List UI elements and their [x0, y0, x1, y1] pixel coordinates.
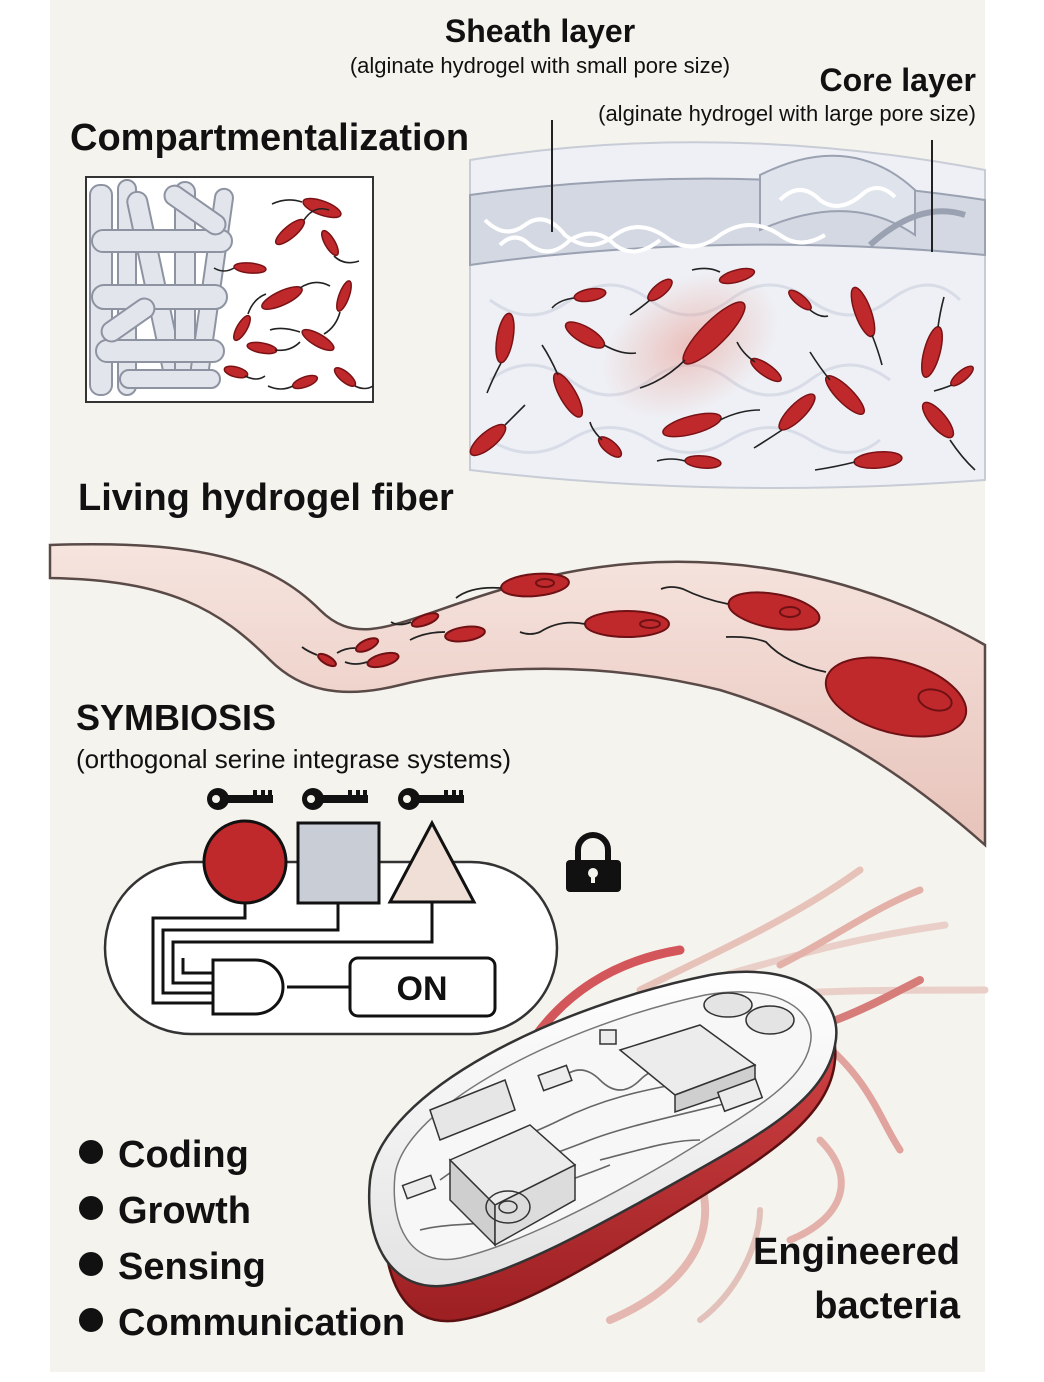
- on-output-label: ON: [397, 970, 448, 1008]
- key-icon: [398, 788, 464, 810]
- core-sheath-illustration: [469, 120, 986, 489]
- compartment-illustration: [85, 176, 374, 403]
- symbiosis-title: SYMBIOSIS: [76, 697, 276, 738]
- circuit-chips: [401, 992, 795, 1247]
- engineered-label-line1: Engineered: [753, 1231, 960, 1273]
- and-gate-icon: [211, 958, 285, 1016]
- core-layer-subtitle: (alginate hydrogel with large pore size): [598, 101, 976, 126]
- key-icon: [302, 788, 368, 810]
- compartmentalization-title: Compartmentalization: [70, 117, 469, 159]
- bullet-icon: [79, 1140, 103, 1164]
- core-layer-title: Core layer: [819, 62, 976, 98]
- feature-list: Coding Growth Sensing Communication: [79, 1134, 405, 1344]
- feature-communication: Communication: [118, 1302, 405, 1344]
- fiber-bacteria: [317, 572, 968, 738]
- symbiosis-subtitle: (orthogonal serine integrase systems): [76, 744, 511, 774]
- square-shape: [296, 821, 381, 905]
- engineered-bacterium-illustration: [367, 866, 989, 1324]
- hydrogel-fiber: [48, 543, 987, 848]
- sheath-layer-title: Sheath layer: [445, 13, 635, 49]
- triangle-shape: [387, 819, 477, 904]
- bullet-icon: [79, 1308, 103, 1332]
- sheath-layer-subtitle: (alginate hydrogel with small pore size): [350, 53, 730, 78]
- on-output-box: [348, 956, 497, 1018]
- feature-coding: Coding: [118, 1134, 249, 1176]
- fiber-flagella: [301, 586, 827, 673]
- living-fiber-title: Living hydrogel fiber: [78, 477, 454, 519]
- pore-texture: [483, 186, 897, 254]
- feature-growth: Growth: [118, 1190, 251, 1232]
- lock-icon: [566, 832, 621, 892]
- fiber-mesh: [89, 179, 234, 396]
- feature-sensing: Sensing: [118, 1246, 266, 1288]
- circuit-wires: [151, 898, 434, 1005]
- circle-shape: [202, 819, 288, 905]
- engineered-label-line2: bacteria: [814, 1285, 961, 1327]
- core-bacteria: [469, 267, 974, 469]
- bullet-icon: [79, 1252, 103, 1276]
- key-icon: [207, 788, 273, 810]
- core-flagella: [486, 267, 976, 471]
- logic-circuit: ON: [103, 819, 559, 1036]
- bullet-icon: [79, 1196, 103, 1220]
- compartment-flagella: [213, 199, 374, 390]
